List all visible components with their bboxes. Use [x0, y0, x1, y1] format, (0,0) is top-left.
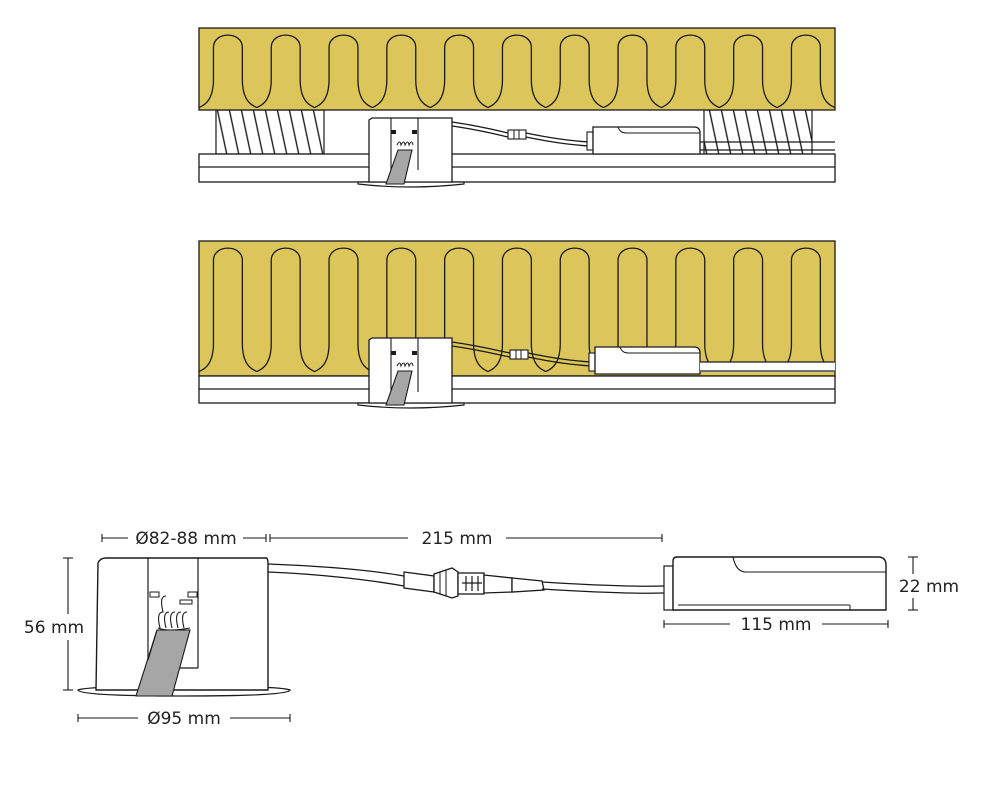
driver-box: [588, 346, 835, 375]
ceiling-board: [198, 153, 836, 183]
cable-and-connector: [451, 121, 591, 147]
downlight-fixture: [357, 337, 465, 409]
joist-right: [703, 109, 813, 155]
dim-driver-height: 22 mm: [899, 577, 959, 597]
driver-box: [586, 126, 835, 155]
cable-connector: [403, 567, 545, 599]
dim-bezel-diameter: Ø95 mm: [147, 709, 221, 729]
dimension-lines: [63, 534, 918, 722]
dim-cable-length: 215 mm: [422, 529, 493, 549]
gray-retaining-clip: [135, 629, 191, 697]
spring-clip: [157, 595, 188, 629]
insulation-wave: [198, 34, 836, 109]
dim-driver-length: 115 mm: [741, 615, 812, 635]
joist-left: [215, 109, 325, 155]
dim-cutout-diameter: Ø82-88 mm: [135, 529, 236, 549]
cable-and-connector: [451, 341, 593, 367]
driver-box: [663, 556, 887, 611]
dim-height: 56 mm: [24, 618, 84, 638]
installation-view-full-insulation: [198, 240, 836, 409]
product-dimension-view: Ø82-88 mm 215 mm 56 mm Ø95 mm 22 mm 115 …: [24, 529, 959, 729]
installation-view-partial-insulation: [198, 27, 836, 188]
insulation-band: [198, 27, 836, 111]
downlight-body: [95, 557, 269, 691]
downlight-fixture: [357, 117, 465, 188]
